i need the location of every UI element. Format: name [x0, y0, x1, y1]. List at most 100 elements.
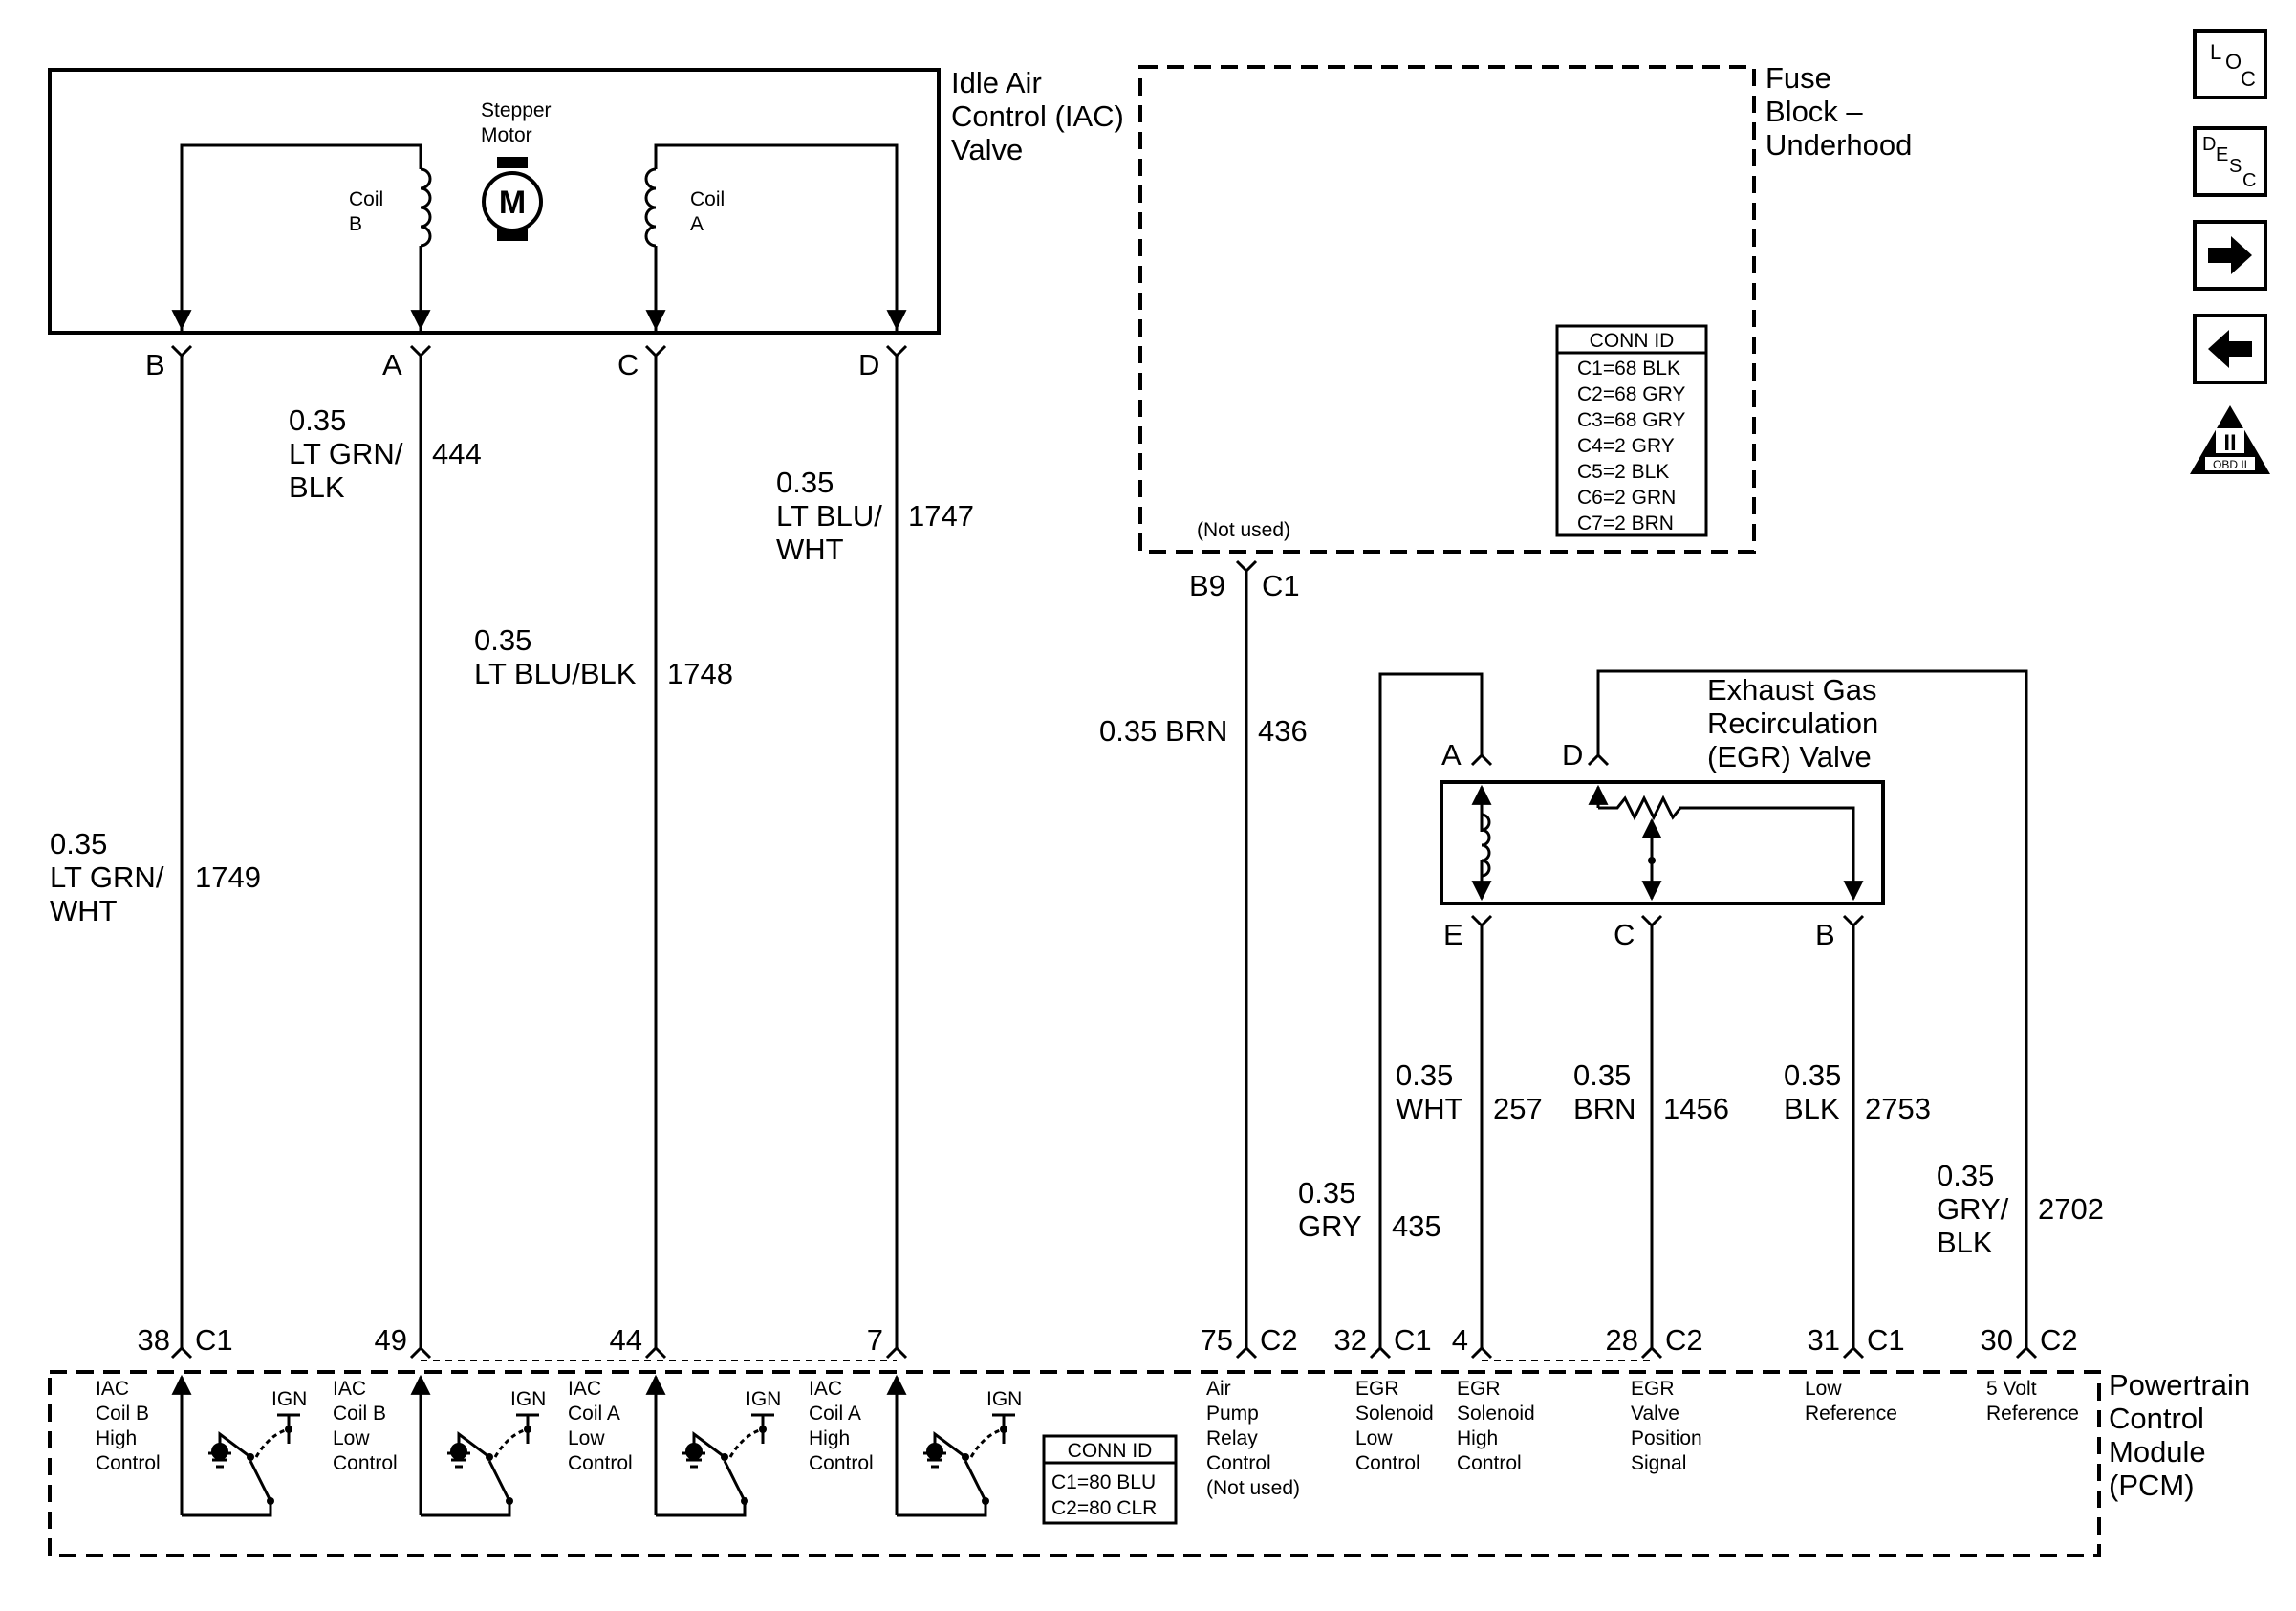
fuse-not-used-label: (Not used)	[1197, 519, 1290, 541]
next-button[interactable]	[2193, 220, 2267, 291]
connector-terminals	[170, 344, 2038, 1360]
pcm-fn-label: Control	[96, 1452, 161, 1474]
pcm-pin-7: 7	[867, 1323, 883, 1357]
pcm-fn-label: Low	[1355, 1427, 1393, 1449]
iac-title-line-1: Idle Air	[951, 66, 1042, 99]
wire-1749-color-2: WHT	[50, 894, 118, 927]
coil-a-label-2: A	[690, 213, 704, 235]
wire-1749-circuit: 1749	[195, 860, 261, 894]
wire-labels: 0.35 LT GRN/ WHT 1749 0.35 LT GRN/ BLK 4…	[50, 403, 2104, 1259]
egr-title-line-3: (EGR) Valve	[1707, 740, 1872, 773]
pcm-pin-32: 32	[1334, 1323, 1367, 1357]
wire-1456-color: BRN	[1573, 1092, 1635, 1125]
pcm-box	[48, 1370, 2101, 1557]
pcm-fn-label: Coil B	[333, 1403, 386, 1425]
ign-label: IGN	[746, 1388, 781, 1410]
pcm-fn-label: Signal	[1631, 1452, 1686, 1474]
wire-435-size: 0.35	[1298, 1176, 1355, 1209]
fuse-title-line-1: Fuse	[1765, 61, 1831, 95]
ign-label: IGN	[986, 1388, 1022, 1410]
wire-1749-size: 0.35	[50, 827, 107, 860]
wire-435	[1378, 672, 1484, 1348]
wire-1748-circuit: 1748	[667, 657, 733, 690]
pcm-fn-label: Valve	[1631, 1403, 1679, 1425]
pcm-fn-label: Position	[1631, 1427, 1702, 1449]
pcm-pin-75-conn: C2	[1260, 1323, 1298, 1357]
wires	[180, 356, 2028, 1348]
wire-2702-circuit: 2702	[2038, 1192, 2104, 1226]
fuse-conn-row: C7=2 BRN	[1577, 512, 1674, 534]
egr-valve: Exhaust Gas Recirculation (EGR) Valve A …	[1440, 673, 1885, 951]
wire-436-color: 0.35 BRN	[1099, 714, 1227, 748]
egr-title-line-2: Recirculation	[1707, 707, 1878, 740]
wire-1748-color: LT BLU/BLK	[474, 657, 637, 690]
fuse-conn-row: C6=2 GRN	[1577, 487, 1676, 509]
pcm-fn-label: High	[809, 1427, 850, 1449]
fuse-block-box	[1138, 65, 1756, 554]
ground-icon	[685, 1443, 703, 1460]
wire-2753-circuit: 2753	[1865, 1092, 1931, 1125]
iac-pin-a: A	[382, 348, 402, 381]
coil-b-loop-wire	[180, 143, 422, 332]
coil-a-icon	[644, 167, 657, 248]
pcm-fn-label: Reference	[1986, 1403, 2079, 1425]
egr-title-line-1: Exhaust Gas	[1707, 673, 1876, 707]
pcm-conn-row: C2=80 CLR	[1051, 1497, 1157, 1519]
pcm-fn-label: EGR	[1631, 1378, 1675, 1400]
desc-button[interactable]: D E S C	[2193, 126, 2267, 197]
pcm-fn-label: IAC	[96, 1378, 129, 1400]
loc-button[interactable]: L O C	[2193, 29, 2267, 99]
pcm-pin-28: 28	[1606, 1323, 1638, 1357]
wire-444-color-2: BLK	[289, 470, 345, 504]
pcm-title-line-1: Powertrain	[2109, 1368, 2250, 1402]
pcm-fn-label: Relay	[1206, 1427, 1258, 1449]
stepper-label-2: Motor	[481, 124, 532, 146]
wire-2753-size: 0.35	[1784, 1058, 1841, 1092]
pcm-fn-label: Pump	[1206, 1403, 1259, 1425]
pcm-conn-id-table: CONN ID C1=80 BLU C2=80 CLR	[1042, 1434, 1178, 1525]
egr-pin-a: A	[1441, 738, 1462, 772]
iac-pin-b: B	[145, 348, 165, 381]
pcm-pin-38: 38	[138, 1323, 170, 1357]
pcm-fn-label: Low	[333, 1427, 370, 1449]
pcm: Powertrain Control Module (PCM) 38 C1 49…	[48, 1323, 2250, 1557]
arrow-left-icon	[2208, 330, 2252, 368]
obd-ii-button[interactable]: II OBD II	[2190, 405, 2270, 474]
wire-2702	[1596, 669, 2028, 1348]
fuse-conn-row: C4=2 GRY	[1577, 435, 1675, 457]
pcm-fn-label: Control	[1355, 1452, 1420, 1474]
desc-letter: E	[2216, 144, 2228, 165]
desc-letter: D	[2202, 134, 2216, 155]
back-button[interactable]	[2193, 314, 2267, 384]
pcm-fn-label: Low	[568, 1427, 605, 1449]
loc-letter: O	[2225, 50, 2242, 74]
wire-257-size: 0.35	[1396, 1058, 1453, 1092]
iac-title-line-3: Valve	[951, 133, 1023, 166]
loc-letter: C	[2241, 67, 2256, 91]
pcm-pin-30-conn: C2	[2040, 1323, 2078, 1357]
pcm-fn-label: Control	[809, 1452, 874, 1474]
fuse-conn-id-table: CONN ID C1=68 BLK C2=68 GRY C3=68 GRY C4…	[1555, 324, 1708, 537]
egr-position-sensor-icon	[1588, 784, 1864, 902]
pcm-fn-label: Control	[1206, 1452, 1271, 1474]
ground-icon	[450, 1443, 467, 1460]
iac-title-line-2: Control (IAC)	[951, 99, 1124, 133]
ign-label: IGN	[271, 1388, 307, 1410]
wire-1456-size: 0.35	[1573, 1058, 1631, 1092]
coil-b-label-1: Coil	[349, 188, 383, 210]
desc-letter: C	[2242, 170, 2256, 191]
stepper-label-1: Stepper	[481, 99, 552, 121]
pcm-pin-31-conn: C1	[1867, 1323, 1905, 1357]
wire-257-color: WHT	[1396, 1092, 1463, 1125]
pcm-fn-label: Solenoid	[1457, 1403, 1535, 1425]
wire-1748-size: 0.35	[474, 623, 531, 657]
egr-solenoid-coil-icon	[1471, 784, 1492, 902]
pcm-fn-label: Control	[1457, 1452, 1522, 1474]
wire-435-circuit: 435	[1392, 1209, 1441, 1243]
wire-1747-size: 0.35	[776, 466, 834, 499]
pcm-title-line-3: Module	[2109, 1435, 2206, 1469]
pcm-fn-label: IAC	[568, 1378, 601, 1400]
loc-letter: L	[2210, 40, 2221, 64]
pcm-conn-row: C1=80 BLU	[1051, 1471, 1156, 1493]
pcm-title-line-4: (PCM)	[2109, 1469, 2195, 1502]
